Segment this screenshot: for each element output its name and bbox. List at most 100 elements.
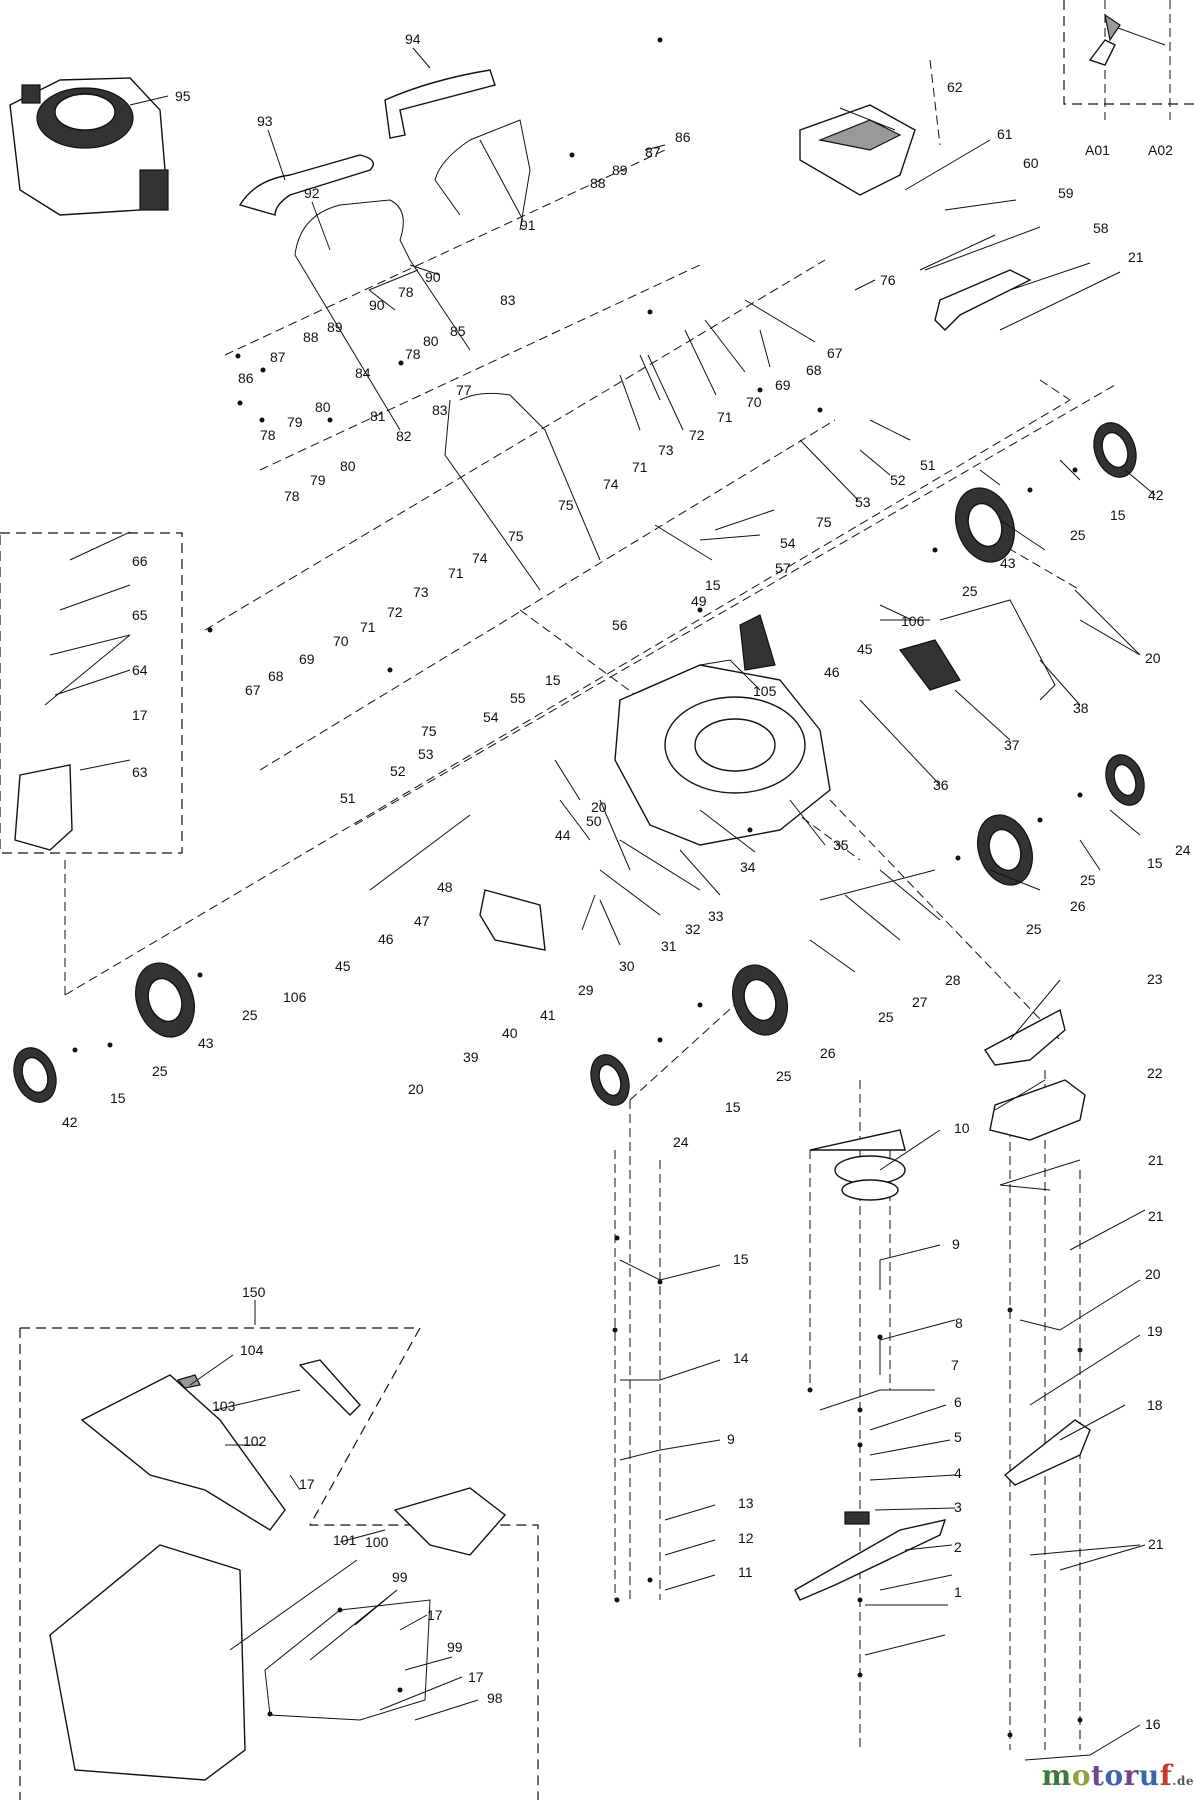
callout-30: 30	[619, 958, 635, 974]
callout-25h: 25	[152, 1063, 168, 1079]
callout-20: 20	[1145, 650, 1161, 666]
callout-80c: 80	[340, 458, 356, 474]
callout-80: 80	[423, 333, 439, 349]
callout-72b: 72	[387, 604, 403, 620]
callout-75c: 75	[816, 514, 832, 530]
callout-70: 70	[746, 394, 762, 410]
callout-56: 56	[612, 617, 628, 633]
callout-150: 150	[242, 1284, 266, 1300]
callout-74: 74	[603, 476, 619, 492]
callout-13: 13	[738, 1495, 754, 1511]
accessory-box-a01-a02	[1063, 0, 1194, 105]
callout-15f: 15	[110, 1090, 126, 1106]
blade-part	[794, 1511, 947, 1601]
callout-69b: 69	[299, 651, 315, 667]
callout-27: 27	[912, 994, 928, 1010]
callout-65: 65	[132, 607, 148, 623]
callout-73b: 73	[413, 584, 429, 600]
callout-45b: 45	[335, 958, 351, 974]
callout-25f: 25	[776, 1068, 792, 1084]
callout-32: 32	[685, 921, 701, 937]
callout-5: 5	[954, 1429, 962, 1445]
callout-99b: 99	[447, 1639, 463, 1655]
engine-part	[9, 77, 169, 216]
callout-71c: 71	[448, 565, 464, 581]
callout-66: 66	[132, 553, 148, 569]
callout-57: 57	[775, 560, 791, 576]
callout-28: 28	[945, 972, 961, 988]
callout-70b: 70	[333, 633, 349, 649]
callout-15: 15	[1110, 507, 1126, 523]
callout-78b: 78	[405, 346, 421, 362]
callout-10: 10	[954, 1120, 970, 1136]
callout-74b: 74	[472, 550, 488, 566]
callout-81: 81	[370, 408, 386, 424]
callout-15c: 15	[545, 672, 561, 688]
callout-a02: A02	[1148, 142, 1173, 158]
callout-75d: 75	[421, 723, 437, 739]
callout-17-box: 17	[132, 707, 148, 723]
callout-49: 49	[691, 593, 707, 609]
accessory-tool-part	[1088, 13, 1166, 66]
callout-21: 21	[1128, 249, 1144, 265]
callout-9b: 9	[727, 1431, 735, 1447]
callout-17b: 17	[427, 1607, 443, 1623]
callout-53b: 53	[418, 746, 434, 762]
callout-46: 46	[824, 664, 840, 680]
callout-46b: 46	[378, 931, 394, 947]
callout-44: 44	[555, 827, 571, 843]
mulch-plug-box	[0, 532, 183, 854]
callout-25e: 25	[878, 1009, 894, 1025]
callout-67b: 67	[245, 682, 261, 698]
wheel-parts	[13, 422, 1145, 1106]
callout-43b: 43	[198, 1035, 214, 1051]
callout-101: 101	[333, 1532, 357, 1548]
rear-axle-bracket-part	[919, 234, 1032, 331]
callout-21b: 21	[1148, 1152, 1164, 1168]
callout-78: 78	[398, 284, 414, 300]
mower-deck-part	[614, 659, 831, 846]
callout-35: 35	[833, 837, 849, 853]
callout-75b: 75	[508, 528, 524, 544]
callout-20d: 20	[1145, 1266, 1161, 1282]
callout-24b: 24	[673, 1134, 689, 1150]
callout-87b: 87	[270, 349, 286, 365]
handle-bars	[238, 69, 601, 591]
callout-59: 59	[1058, 185, 1074, 201]
callout-21d: 21	[1148, 1536, 1164, 1552]
callout-94: 94	[405, 31, 421, 47]
callout-86: 86	[675, 129, 691, 145]
callout-106: 106	[901, 613, 925, 629]
callout-83b: 83	[432, 402, 448, 418]
callout-39: 39	[463, 1049, 479, 1065]
callout-53: 53	[855, 494, 871, 510]
callout-42: 42	[1148, 487, 1164, 503]
callout-84: 84	[355, 365, 371, 381]
callout-103: 103	[212, 1398, 236, 1414]
callout-99: 99	[392, 1569, 408, 1585]
callout-54: 54	[780, 535, 796, 551]
grass-bag-box	[19, 1327, 539, 1800]
callout-86b: 86	[238, 370, 254, 386]
callout-71b: 71	[632, 459, 648, 475]
callout-102: 102	[243, 1433, 267, 1449]
callout-69: 69	[775, 377, 791, 393]
callout-8: 8	[955, 1315, 963, 1331]
callout-3: 3	[954, 1499, 962, 1515]
callout-79b: 79	[310, 472, 326, 488]
callout-87: 87	[645, 144, 661, 160]
height-lever-part	[898, 599, 1056, 701]
callout-38: 38	[1073, 700, 1089, 716]
callout-79: 79	[287, 414, 303, 430]
callout-71d: 71	[360, 619, 376, 635]
callout-7: 7	[951, 1357, 959, 1373]
assembly-axis-lines	[64, 0, 1171, 1750]
callout-52b: 52	[390, 763, 406, 779]
callout-41: 41	[540, 1007, 556, 1023]
callout-67: 67	[827, 345, 843, 361]
callout-90b: 90	[369, 297, 385, 313]
callout-88: 88	[590, 175, 606, 191]
callout-11: 11	[738, 1564, 753, 1580]
fastener-points	[72, 37, 1083, 1738]
